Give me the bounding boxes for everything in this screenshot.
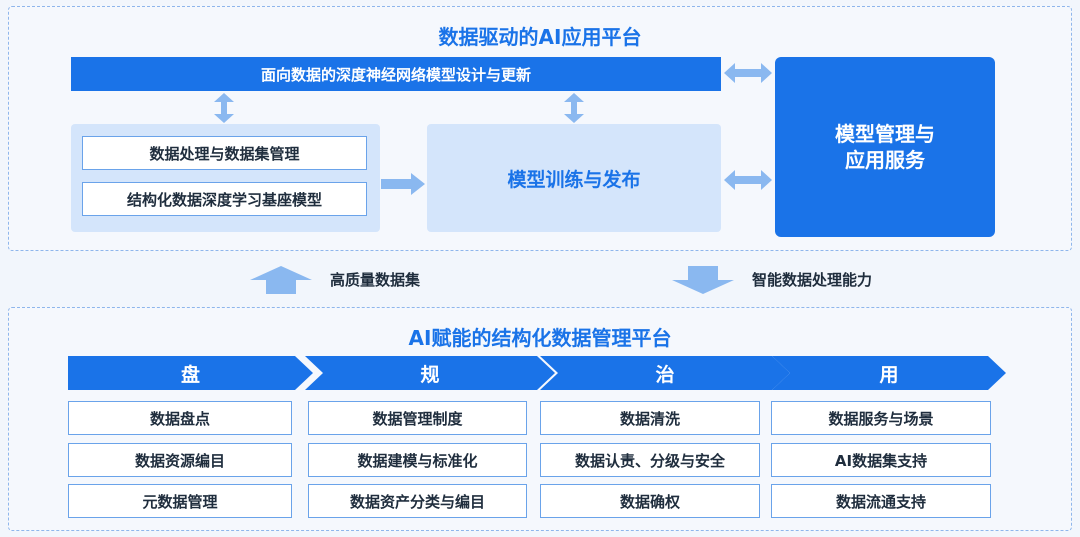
list-item-zhi-2: 数据认责、分级与安全: [540, 443, 760, 477]
list-item-pan-2: 数据资源编目: [68, 443, 292, 477]
double-arrow-vertical-icon: [564, 93, 584, 123]
arrow-right-icon: [381, 173, 425, 195]
column-header-zhi: 治: [540, 356, 790, 390]
list-item-zhi-1: 数据清洗: [540, 401, 760, 435]
data-processing-box: 数据处理与数据集管理: [82, 136, 367, 170]
list-item-gui-3: 数据资产分类与编目: [308, 484, 527, 518]
training-box: 模型训练与发布: [427, 124, 721, 232]
model-management-line1: 模型管理与: [835, 122, 935, 146]
design-bar: 面向数据的深度神经网络模型设计与更新: [71, 57, 721, 91]
list-item-gui-1: 数据管理制度: [308, 401, 527, 435]
list-item-yong-2: AI数据集支持: [771, 443, 991, 477]
down-flow-label: 智能数据处理能力: [752, 271, 873, 289]
list-item-yong-3: 数据流通支持: [771, 484, 991, 518]
model-management-box: 模型管理与 应用服务: [775, 57, 995, 237]
bottom-panel-title: AI赋能的结构化数据管理平台: [408, 326, 672, 350]
base-model-box: 结构化数据深度学习基座模型: [82, 182, 367, 216]
list-item-zhi-3: 数据确权: [540, 484, 760, 518]
up-flow-label: 高质量数据集: [330, 271, 421, 289]
model-management-line2: 应用服务: [845, 148, 925, 172]
top-panel-title: 数据驱动的AI应用平台: [438, 25, 642, 49]
arrow-up-icon: [250, 266, 312, 294]
arrow-down-icon: [672, 266, 734, 294]
column-header-pan: 盘: [68, 356, 313, 390]
column-header-yong: 用: [772, 356, 1006, 390]
double-arrow-vertical-icon: [214, 93, 234, 123]
list-item-pan-1: 数据盘点: [68, 401, 292, 435]
double-arrow-horizontal-icon: [724, 63, 772, 83]
column-header-gui: 规: [305, 356, 555, 390]
list-item-gui-2: 数据建模与标准化: [308, 443, 527, 477]
double-arrow-horizontal-icon: [724, 170, 772, 190]
list-item-pan-3: 元数据管理: [68, 484, 292, 518]
list-item-yong-1: 数据服务与场景: [771, 401, 991, 435]
